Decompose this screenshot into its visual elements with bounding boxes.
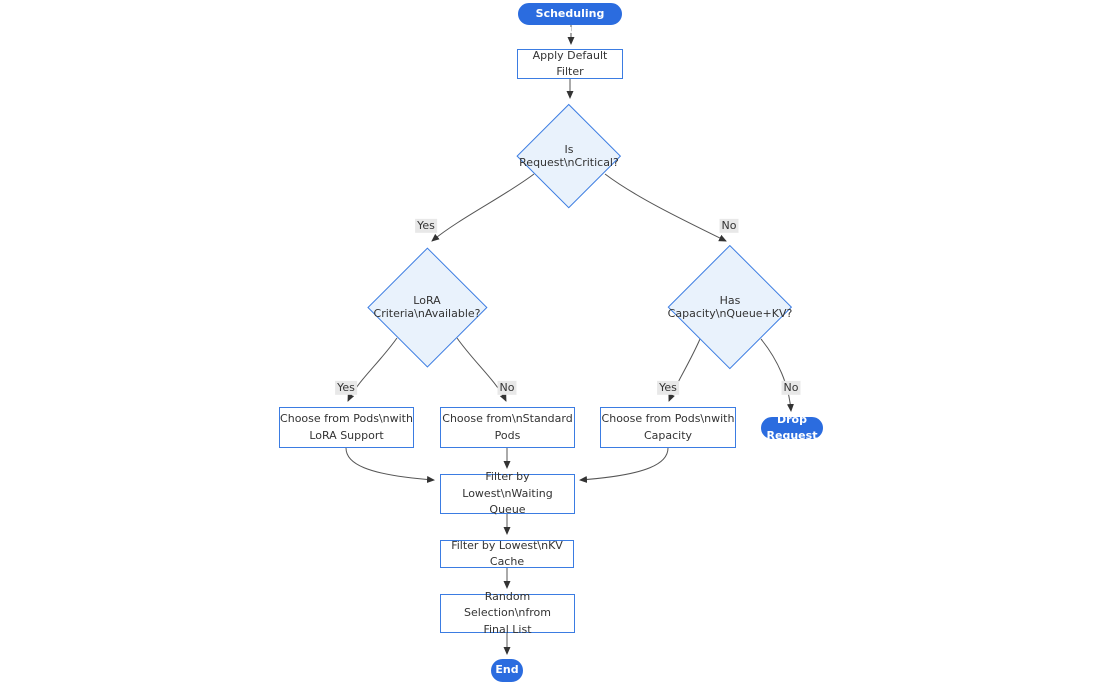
edge-critical-yes-to-lora (431, 173, 535, 242)
edge-label-critical-no: No (719, 218, 739, 234)
filter-waiting-queue-node: Filter by Lowest\nWaiting Queue (440, 470, 575, 516)
start-node: Start Scheduling Request (518, 0, 622, 36)
random-selection-node: Random Selection\nfrom Final List (440, 590, 575, 636)
edge-label-capacity-yes: Yes (657, 380, 679, 396)
edge-lora-no-to-choose-standard (456, 337, 507, 402)
end-node-label: End (495, 663, 519, 677)
edge-label-lora-yes: Yes (335, 380, 357, 396)
decision-is-critical: Is Request\nCritical? (516, 103, 621, 208)
edge-label-critical-yes: Yes (415, 218, 437, 234)
edge-label-lora-no: No (497, 380, 517, 396)
apply-default-filter-node: Apply Default Filter (517, 49, 623, 79)
end-node: End (491, 659, 523, 682)
decision-has-capacity-label: Has Capacity\nQueue+KV? (667, 294, 793, 320)
edge-choose-capacity-to-filter-waiting (579, 447, 669, 483)
decision-lora-criteria-label: LoRA Criteria\nAvailable? (373, 294, 481, 320)
apply-default-filter-label: Apply Default Filter (532, 48, 608, 79)
edge-lora-yes-to-choose-lora (347, 337, 398, 402)
drop-request-label: Drop Request (766, 412, 818, 443)
drop-request-node: Drop Request (761, 413, 823, 442)
decision-lora-criteria: LoRA Criteria\nAvailable? (367, 247, 487, 367)
choose-capacity-pods-node: Choose from Pods\nwith Capacity (600, 407, 736, 448)
decision-is-critical-label: Is Request\nCritical? (519, 143, 619, 169)
filter-kv-cache-node: Filter by Lowest\nKV Cache (440, 539, 574, 568)
edge-capacity-no-to-drop (760, 338, 794, 412)
edge-capacity-yes-to-choose-capacity (668, 338, 701, 402)
choose-standard-pods-node: Choose from\nStandard Pods (440, 407, 575, 448)
edge-choose-lora-to-filter-waiting (345, 447, 435, 483)
start-node-label: Start Scheduling Request (535, 0, 605, 37)
edge-critical-no-to-capacity (604, 173, 727, 242)
choose-lora-pods-node: Choose from Pods\nwith LoRA Support (279, 407, 414, 448)
decision-has-capacity: Has Capacity\nQueue+KV? (667, 245, 793, 370)
edge-label-capacity-no: No (781, 380, 801, 396)
